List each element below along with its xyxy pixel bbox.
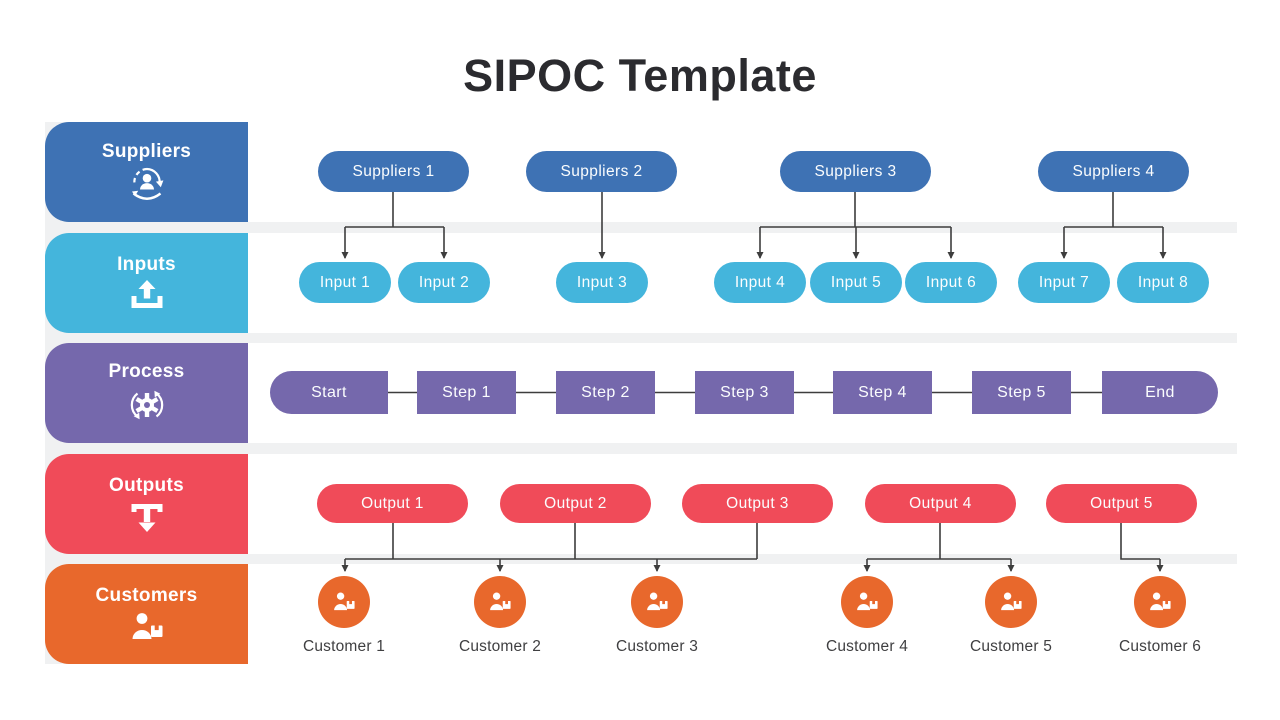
row-label-suppliers[interactable]: Suppliers xyxy=(45,122,248,222)
output-pill-5[interactable]: Output 5 xyxy=(1046,484,1197,523)
customer-label-3: Customer 3 xyxy=(615,638,699,655)
customers-row-title: Customers xyxy=(95,584,198,606)
process-step-2[interactable]: Step 2 xyxy=(556,371,655,414)
process-step-1[interactable]: Step 1 xyxy=(417,371,516,414)
customer-icon xyxy=(852,590,882,614)
input-pill-7[interactable]: Input 7 xyxy=(1018,262,1110,303)
customer-label-4: Customer 4 xyxy=(825,638,909,655)
supplier-pill-3[interactable]: Suppliers 3 xyxy=(780,151,931,192)
process-row-title: Process xyxy=(108,360,185,382)
process-step-start[interactable]: Start xyxy=(270,371,388,414)
inputs-row-title: Inputs xyxy=(117,253,176,275)
process-step-end[interactable]: End xyxy=(1102,371,1218,414)
customer-node-1[interactable] xyxy=(318,576,370,628)
input-pill-2[interactable]: Input 2 xyxy=(398,262,490,303)
input-pill-1[interactable]: Input 1 xyxy=(299,262,391,303)
customer-package-icon xyxy=(125,610,169,644)
connector-supplier4-inputs xyxy=(1060,192,1167,259)
connector-supplier1-inputs xyxy=(341,192,448,259)
customer-label-6: Customer 6 xyxy=(1118,638,1202,655)
upload-tray-icon xyxy=(127,279,167,313)
outputs-row-title: Outputs xyxy=(109,474,184,496)
customer-label-5: Customer 5 xyxy=(969,638,1053,655)
output-pill-2[interactable]: Output 2 xyxy=(500,484,651,523)
row-label-inputs[interactable]: Inputs xyxy=(45,233,248,333)
customer-icon xyxy=(329,590,359,614)
process-step-4[interactable]: Step 4 xyxy=(833,371,932,414)
connector-output5-customer xyxy=(1120,523,1164,572)
input-pill-5[interactable]: Input 5 xyxy=(810,262,902,303)
customer-node-5[interactable] xyxy=(985,576,1037,628)
supplier-pill-1[interactable]: Suppliers 1 xyxy=(318,151,469,192)
input-pill-3[interactable]: Input 3 xyxy=(556,262,648,303)
customer-icon xyxy=(642,590,672,614)
page-title: SIPOC Template xyxy=(463,50,817,101)
customer-icon xyxy=(996,590,1026,614)
row-label-outputs[interactable]: Outputs xyxy=(45,454,248,554)
customer-node-3[interactable] xyxy=(631,576,683,628)
customer-node-2[interactable] xyxy=(474,576,526,628)
connector-output4-customers xyxy=(863,523,1015,572)
row-label-customers[interactable]: Customers xyxy=(45,564,248,664)
output-pill-3[interactable]: Output 3 xyxy=(682,484,833,523)
gear-sync-icon xyxy=(125,386,169,426)
connector-outputs123-customers xyxy=(341,523,758,572)
customer-label-1: Customer 1 xyxy=(302,638,386,655)
customer-node-6[interactable] xyxy=(1134,576,1186,628)
supplier-care-icon xyxy=(125,166,169,204)
row-label-process[interactable]: Process xyxy=(45,343,248,443)
output-pill-4[interactable]: Output 4 xyxy=(865,484,1016,523)
customer-node-4[interactable] xyxy=(841,576,893,628)
customer-icon xyxy=(485,590,515,614)
input-pill-4[interactable]: Input 4 xyxy=(714,262,806,303)
supplier-pill-2[interactable]: Suppliers 2 xyxy=(526,151,677,192)
input-pill-8[interactable]: Input 8 xyxy=(1117,262,1209,303)
connector-supplier3-inputs xyxy=(756,192,955,259)
download-tray-icon xyxy=(127,500,167,534)
customer-icon xyxy=(1145,590,1175,614)
customer-label-2: Customer 2 xyxy=(458,638,542,655)
input-pill-6[interactable]: Input 6 xyxy=(905,262,997,303)
process-step-5[interactable]: Step 5 xyxy=(972,371,1071,414)
output-pill-1[interactable]: Output 1 xyxy=(317,484,468,523)
customers-row-band xyxy=(248,564,1237,664)
supplier-pill-4[interactable]: Suppliers 4 xyxy=(1038,151,1189,192)
suppliers-row-title: Suppliers xyxy=(101,140,192,162)
process-step-3[interactable]: Step 3 xyxy=(695,371,794,414)
